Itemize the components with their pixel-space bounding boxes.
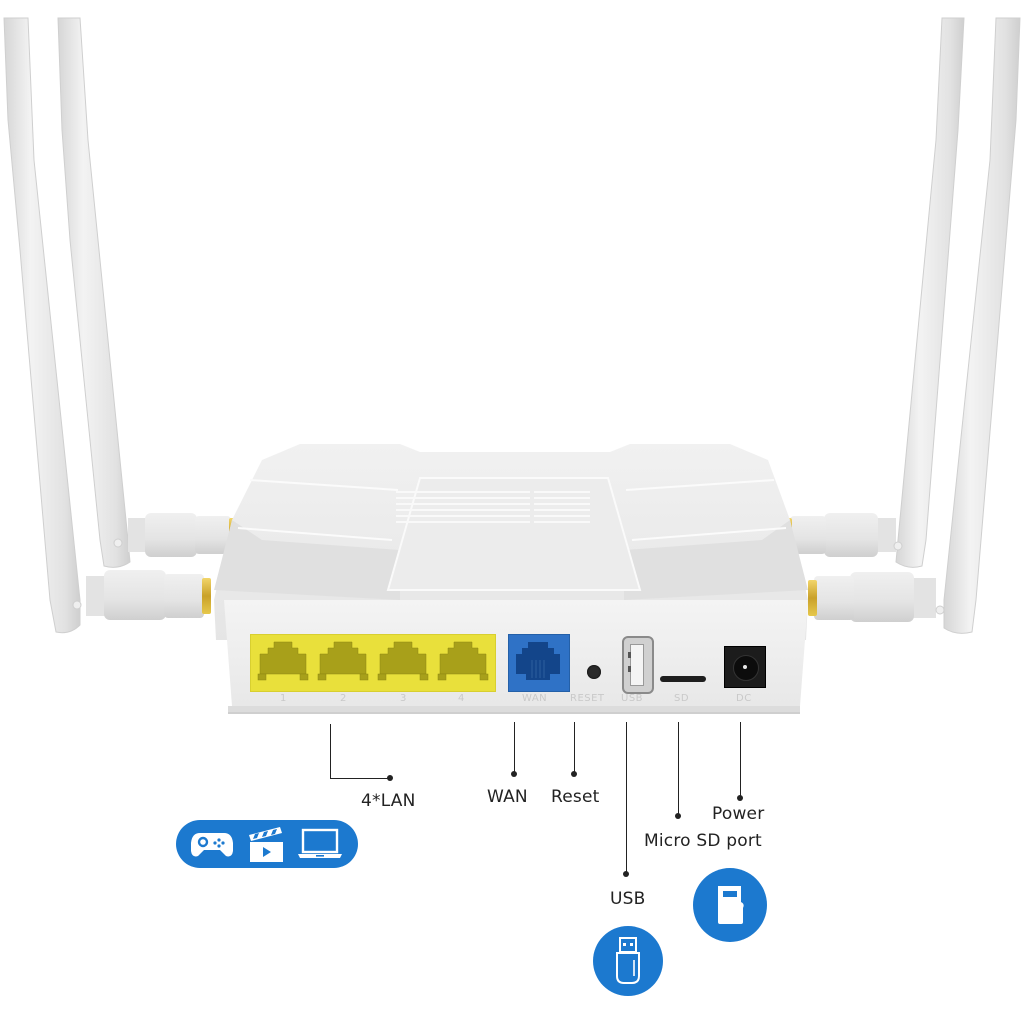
lan-port-jacks xyxy=(257,641,489,681)
lan-usage-badge xyxy=(176,820,358,868)
wan-callout-label: WAN xyxy=(487,787,528,807)
dc-silkscreen: DC xyxy=(736,693,752,704)
usb-stick-badge xyxy=(593,926,663,996)
lan-port-3 xyxy=(377,641,429,681)
micro-sd-slot xyxy=(660,676,706,682)
sd-card-icon xyxy=(718,886,744,924)
antenna-right-inner xyxy=(895,17,965,568)
usb-stick-icon xyxy=(616,937,640,984)
micro-sd-leader-dot xyxy=(675,813,681,819)
lan-port-number-4: 4 xyxy=(458,693,465,704)
wan-silkscreen: WAN xyxy=(522,693,548,704)
lan-leader-dot xyxy=(387,775,393,781)
rear-panel: 1 2 3 4 WAN RESET USB SD DC xyxy=(250,634,766,704)
antenna-left-outer xyxy=(3,17,81,634)
lan-port-number-2: 2 xyxy=(340,693,347,704)
reset-callout-label: Reset xyxy=(551,787,600,807)
lan-port-1 xyxy=(257,641,309,681)
micro-sd-leader xyxy=(678,722,679,816)
wan-port-jack xyxy=(516,642,560,680)
wan-leader-dot xyxy=(511,771,517,777)
antenna-right-outer xyxy=(943,17,1021,634)
lan-leader-horizontal xyxy=(330,778,390,779)
power-leader xyxy=(740,722,741,798)
usb-callout-label: USB xyxy=(610,889,646,909)
gamepad-icon xyxy=(191,833,233,857)
lan-port-2 xyxy=(317,641,369,681)
lan-port-number-1: 1 xyxy=(280,693,287,704)
sd-silkscreen: SD xyxy=(674,693,690,704)
power-leader-dot xyxy=(737,795,743,801)
reset-button[interactable] xyxy=(587,665,601,679)
power-callout-label: Power xyxy=(712,804,765,824)
reset-leader xyxy=(574,722,575,774)
reset-leader-dot xyxy=(571,771,577,777)
micro-sd-callout-label: Micro SD port xyxy=(644,831,762,851)
laptop-icon xyxy=(298,828,342,858)
clapperboard-icon xyxy=(249,827,283,862)
lan-leader-vertical xyxy=(330,724,331,778)
sd-card-badge xyxy=(693,868,767,942)
usb-silkscreen: USB xyxy=(621,693,644,704)
usb-leader xyxy=(626,722,627,874)
wan-leader xyxy=(514,722,515,774)
lan-port-4 xyxy=(437,641,489,681)
lan-callout-label: 4*LAN xyxy=(361,791,416,811)
usb-leader-dot xyxy=(623,871,629,877)
reset-silkscreen: RESET xyxy=(570,693,605,704)
antenna-connector-right-lower xyxy=(808,572,945,622)
dc-power-jack xyxy=(724,646,766,688)
antenna-connector-left-lower xyxy=(72,570,211,620)
lan-port-number-3: 3 xyxy=(400,693,407,704)
antenna-connector-right-upper xyxy=(784,513,903,557)
usb-port xyxy=(622,636,654,694)
antennas xyxy=(3,17,1021,634)
